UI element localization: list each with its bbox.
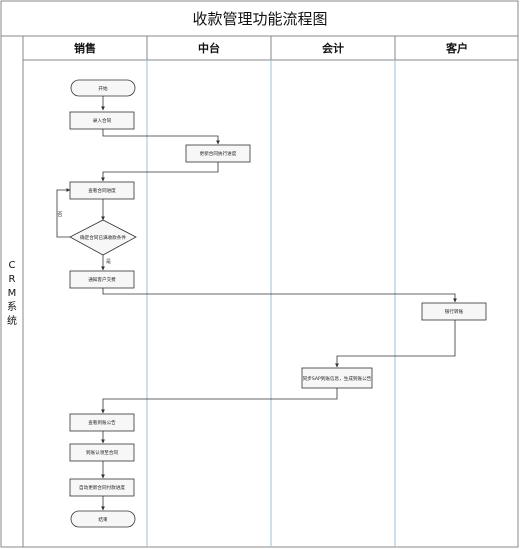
node-enter-contract-label: 录入合同 — [93, 117, 112, 124]
diagram-title: 收款管理功能流程图 — [192, 10, 327, 28]
system-label-char-2: R — [9, 274, 16, 285]
edge-label-no: 否 — [57, 212, 62, 218]
node-sap-receipt — [301, 367, 373, 389]
node-auto-update-label: 自动更新合同付款进度 — [79, 484, 125, 491]
system-label-char-4: 系 — [7, 301, 17, 313]
node-claim-contract — [69, 443, 135, 462]
node-view-progress-label: 查看合同进度 — [88, 187, 116, 194]
node-bank-transfer-label: 银行转账 — [445, 308, 464, 315]
edge-sap-view-notice — [101, 388, 338, 414]
edge-confirm-no — [56, 188, 71, 238]
node-update-progress — [185, 144, 251, 163]
lane-header-customer: 客户 — [445, 41, 468, 55]
node-bank-transfer — [421, 302, 487, 321]
node-view-notice — [69, 413, 135, 432]
edge-bank-sap — [335, 320, 456, 368]
system-label-char-1: C — [9, 260, 16, 271]
edge-label-yes: 是 — [106, 259, 111, 265]
lane-header-accounting: 会计 — [322, 41, 344, 55]
system-label-char-3: M — [8, 288, 17, 299]
node-view-progress — [69, 181, 135, 200]
node-start-label: 开始 — [98, 85, 108, 92]
edge-update-view — [101, 162, 219, 182]
node-confirm-payment-label: 确定合同已满收款条件 — [80, 234, 126, 241]
lane-header-sales: 销售 — [74, 41, 96, 55]
node-claim-contract-label: 到账认领至合同 — [86, 449, 119, 456]
node-end-label: 结束 — [98, 516, 108, 523]
node-enter-contract — [69, 111, 135, 130]
node-auto-update — [69, 478, 135, 497]
node-view-notice-label: 查看到账公告 — [88, 419, 116, 426]
edge-notify-bank — [102, 288, 457, 303]
node-update-progress-label: 更新合同执行进度 — [200, 150, 237, 157]
node-sap-receipt-label: 同步SAP到账信息，生成到账公告 — [303, 375, 372, 382]
edge-enter-update — [102, 129, 220, 145]
node-end — [70, 510, 136, 528]
node-notify-customer-label: 通知客户交费 — [88, 276, 116, 283]
system-label: C R M 系 统 — [7, 260, 17, 327]
node-confirm-payment — [69, 219, 137, 256]
lane-header-middle-office: 中台 — [198, 41, 220, 55]
node-start — [70, 79, 136, 97]
node-notify-customer — [69, 270, 135, 289]
system-label-char-5: 统 — [7, 314, 17, 327]
